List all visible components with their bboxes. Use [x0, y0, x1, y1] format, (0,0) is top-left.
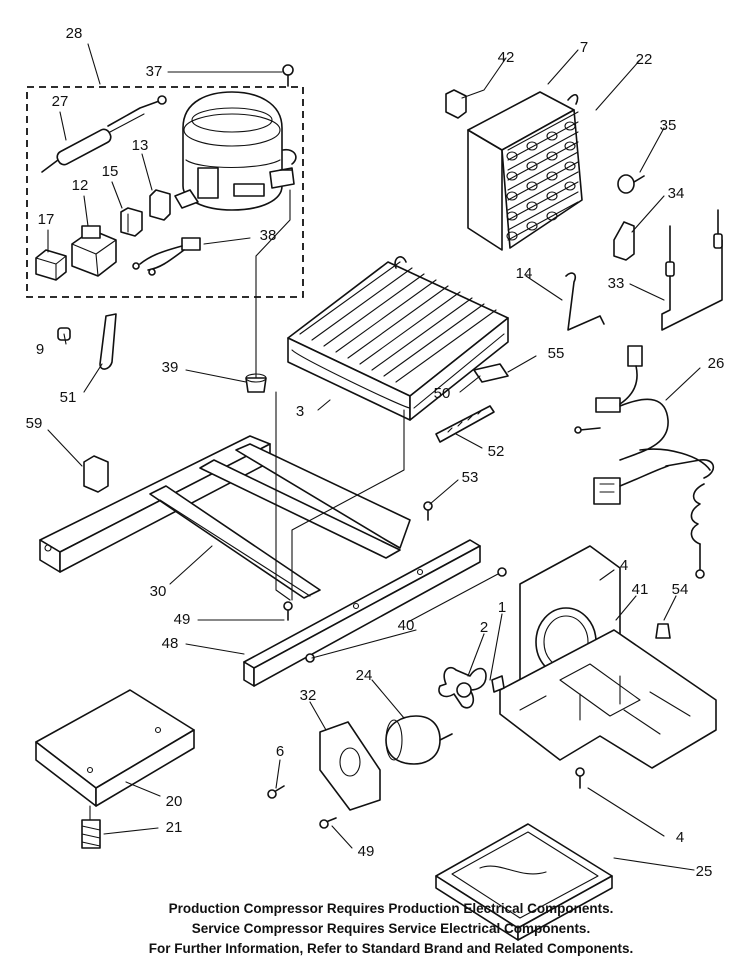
callout-30: 30 — [150, 583, 167, 600]
start-capacitor — [41, 95, 167, 173]
callout-49-top: 49 — [174, 611, 191, 628]
callout-48: 48 — [162, 635, 179, 652]
drain-pan — [435, 823, 613, 941]
note-further-info: For Further Information, Refer to Standa… — [149, 941, 634, 956]
wiring-harness — [574, 345, 715, 579]
compressor-kit-dashed-box — [26, 86, 304, 298]
callout-28: 28 — [66, 25, 83, 42]
callout-22: 22 — [636, 51, 653, 68]
callout-15: 15 — [102, 163, 119, 180]
overload-protector — [35, 249, 67, 281]
compressor-harness — [132, 237, 201, 276]
callout-12: 12 — [72, 177, 89, 194]
callout-7: 7 — [580, 39, 588, 56]
leader-lines — [47, 43, 701, 871]
callout-51: 51 — [60, 389, 77, 406]
callout-37: 37 — [146, 63, 163, 80]
compressor-kit-group — [26, 64, 304, 298]
callout-4-bottom: 4 — [676, 829, 684, 846]
callout-35: 35 — [660, 117, 677, 134]
cover-plate — [35, 689, 195, 849]
callout-3: 3 — [296, 403, 304, 420]
callout-33: 33 — [608, 275, 625, 292]
callout-55: 55 — [548, 345, 565, 362]
callout-39: 39 — [162, 359, 179, 376]
condenser-assembly — [445, 89, 583, 251]
small-parts-right — [565, 174, 723, 331]
callout-14: 14 — [516, 265, 533, 282]
callout-32: 32 — [300, 687, 317, 704]
start-relay — [71, 225, 117, 277]
callout-53: 53 — [462, 469, 479, 486]
callout-34: 34 — [668, 185, 685, 202]
callout-24: 24 — [356, 667, 373, 684]
screw-37 — [282, 64, 294, 87]
fan-motor-assembly — [319, 666, 505, 811]
note-service: Service Compressor Requires Service Elec… — [192, 921, 590, 936]
callout-9: 9 — [36, 341, 44, 358]
note-production: Production Compressor Requires Productio… — [169, 901, 614, 916]
callout-54: 54 — [672, 581, 689, 598]
callout-41: 41 — [632, 581, 649, 598]
callout-59: 59 — [26, 415, 43, 432]
callout-42: 42 — [498, 49, 515, 66]
relay-clip — [120, 207, 143, 237]
terminal-cover — [149, 189, 171, 221]
callout-2: 2 — [480, 619, 488, 636]
callout-40: 40 — [398, 617, 415, 634]
callout-6: 6 — [276, 743, 284, 760]
callout-50: 50 — [434, 385, 451, 402]
callout-38: 38 — [260, 227, 277, 244]
fan-bracket — [499, 545, 717, 769]
callout-13: 13 — [132, 137, 149, 154]
coil-assembly — [287, 256, 509, 421]
callout-labels: 28 37 27 13 15 12 17 38 42 7 22 35 34 14… — [26, 25, 725, 880]
compressor — [174, 91, 297, 211]
callout-27: 27 — [52, 93, 69, 110]
callout-4-top: 4 — [620, 557, 628, 574]
callout-21: 21 — [166, 819, 183, 836]
callout-49-bottom: 49 — [358, 843, 375, 860]
fasteners-middle — [245, 363, 509, 443]
callout-26: 26 — [708, 355, 725, 372]
footnotes: Production Compressor Requires Productio… — [149, 901, 634, 956]
callout-20: 20 — [166, 793, 183, 810]
base-frame — [39, 435, 481, 687]
callout-25: 25 — [696, 863, 713, 880]
callout-17: 17 — [38, 211, 55, 228]
callout-1: 1 — [498, 599, 506, 616]
drain-hose-parts — [57, 313, 117, 370]
callout-52: 52 — [488, 443, 505, 460]
